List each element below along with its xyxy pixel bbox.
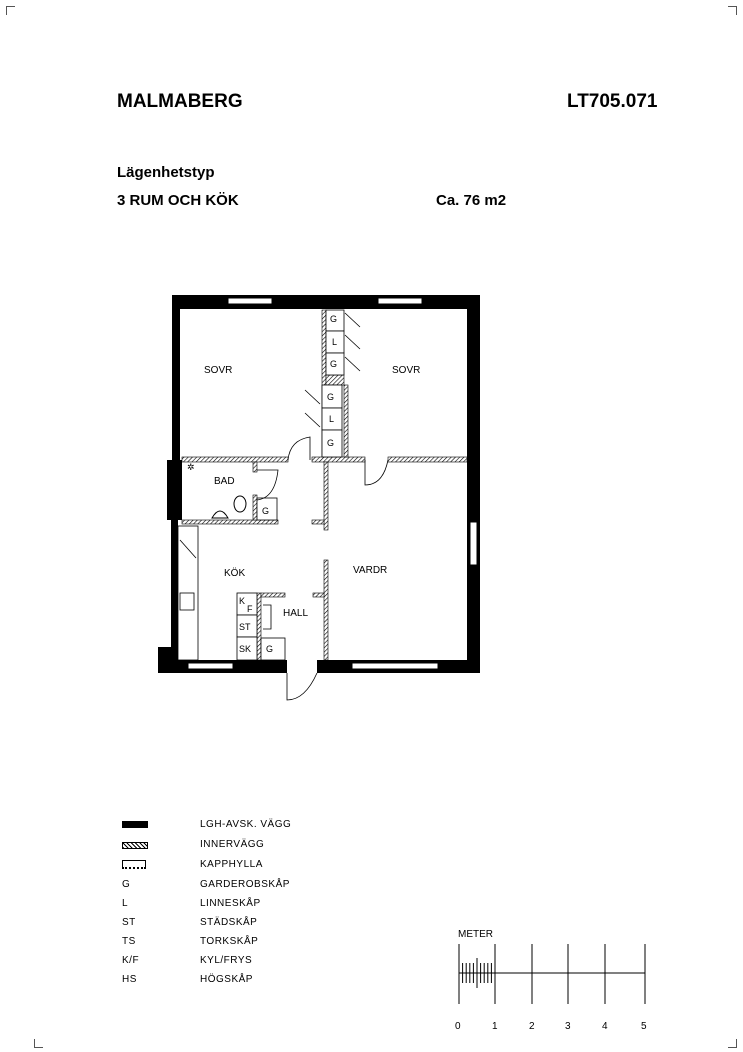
legend-label: HÖGSKÅP [200,974,253,985]
apartment-type: 3 RUM OCH KÖK [117,192,239,209]
closet-label: F [247,604,253,614]
closet-label: G [262,506,269,516]
legend-label: TORKSKÅP [200,936,259,947]
scale-tick-label: 3 [565,1021,571,1032]
legend-symbol: HS [122,974,137,985]
svg-text:✲: ✲ [187,462,195,472]
room-labels: SOVR SOVR BAD KÖK VARDR HALL [204,365,420,619]
legend-label: KAPPHYLLA [200,859,263,870]
crop-mark [34,1039,43,1048]
legend-label: KYL/FRYS [200,955,253,966]
scale-tick-label: 2 [529,1021,535,1032]
room-label-bedroom2: SOVR [392,365,420,376]
closet-label: G [327,392,334,402]
legend-symbol: K/F [122,955,140,966]
closet-label: G [327,438,334,448]
scale-tick-label: 4 [602,1021,608,1032]
legend-label: INNERVÄGG [200,839,265,850]
closet-label: L [332,337,337,347]
crop-mark [728,6,737,15]
closet-label: SK [239,644,251,654]
room-label-hall: HALL [283,608,308,619]
inner-walls [181,309,468,661]
scale-tick-label: 0 [455,1021,461,1032]
legend-symbol: L [122,898,129,909]
scale-tick-label: 5 [641,1021,647,1032]
hatched-wall-icon [122,842,148,849]
apartment-area: Ca. 76 m2 [436,192,507,209]
windows [187,297,478,670]
scale-bar: METER 0 1 2 3 4 5 [455,929,647,1032]
legend-symbol: TS [122,936,136,947]
closet-label: G [330,359,337,369]
outer-walls [158,295,480,673]
legend-symbol: ST [122,917,136,928]
scale-tick-label: 1 [492,1021,498,1032]
room-label-kitchen: KÖK [224,567,245,579]
fixtures: ✲ [187,462,247,519]
project-name: MALMABERG [117,91,243,112]
closet-label: L [329,414,334,424]
toilet-icon [233,495,247,513]
project-code: LT705.071 [567,91,658,112]
closet-labels: G L G G L G G K F ST SK G [239,314,337,654]
legend-label: LINNESKÅP [200,898,261,909]
sink-icon [211,510,229,519]
room-label-bath: BAD [214,476,235,487]
solid-wall-icon [122,821,148,828]
legend-symbol: G [122,879,131,890]
closets [177,309,345,661]
doors [179,312,389,701]
closet-label: G [266,644,273,654]
room-label-bedroom1: SOVR [204,365,232,376]
scale-unit: METER [458,929,493,940]
crop-mark [6,6,15,15]
closet-label: K [239,596,245,606]
room-label-living: VARDR [353,565,387,576]
apartment-type-label: Lägenhetstyp [117,164,215,181]
crop-mark [728,1039,737,1048]
coat-rack-icon [122,860,146,869]
closet-label: G [330,314,337,324]
legend-label: GARDEROBSKÅP [200,879,290,890]
closet-label: ST [239,622,251,632]
legend-label: STÄDSKÅP [200,917,258,928]
legend-label: LGH-AVSK. VÄGG [200,819,292,830]
